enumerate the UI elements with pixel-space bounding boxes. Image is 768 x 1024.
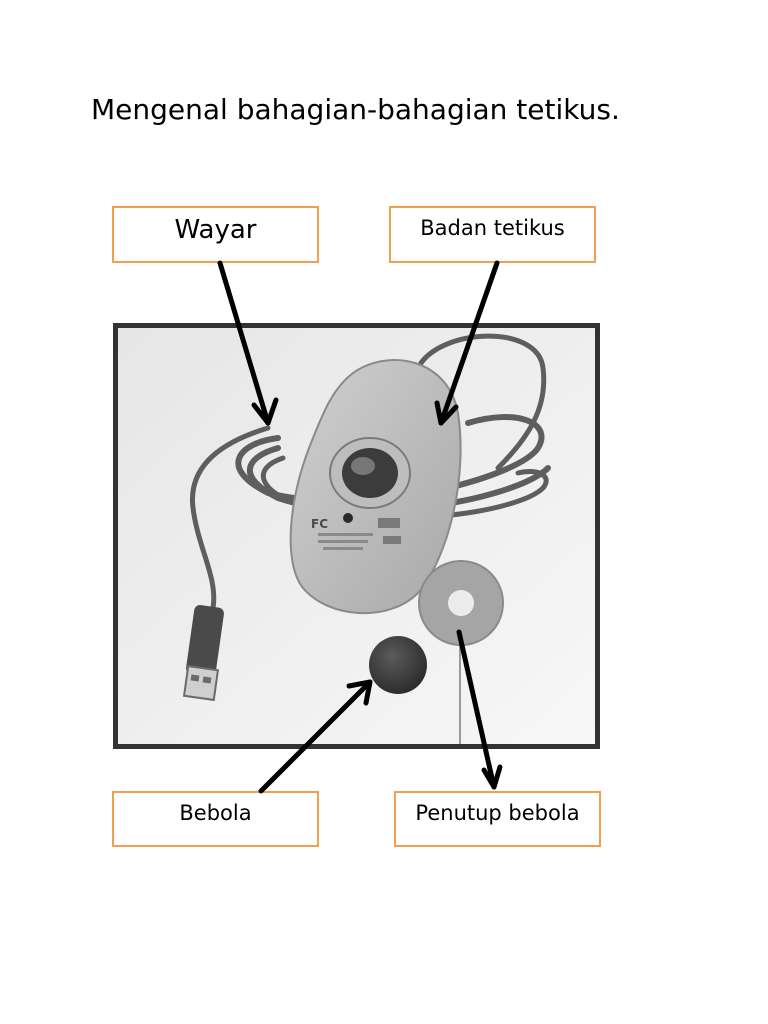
label-bebola-text: Bebola xyxy=(179,801,252,825)
mouse-body: FC xyxy=(289,359,462,614)
label-badan-tetikus: Badan tetikus xyxy=(389,206,596,263)
label-bebola: Bebola xyxy=(112,791,319,847)
usb-plug xyxy=(182,605,224,702)
label-wayar: Wayar xyxy=(112,206,319,263)
label-wayar-text: Wayar xyxy=(174,215,257,245)
page-title: Mengenal bahagian-bahagian tetikus. xyxy=(91,93,620,126)
label-penutup-bebola: Penutup bebola xyxy=(394,791,601,847)
mouse-photo: FC xyxy=(113,323,600,749)
label-penutup-bebola-text: Penutup bebola xyxy=(415,801,580,825)
fcc-mark: FC xyxy=(311,517,328,531)
label-badan-tetikus-text: Badan tetikus xyxy=(420,216,565,240)
ball xyxy=(369,636,427,694)
ball-cover xyxy=(418,560,504,646)
mouse-illustration: FC xyxy=(118,328,595,744)
